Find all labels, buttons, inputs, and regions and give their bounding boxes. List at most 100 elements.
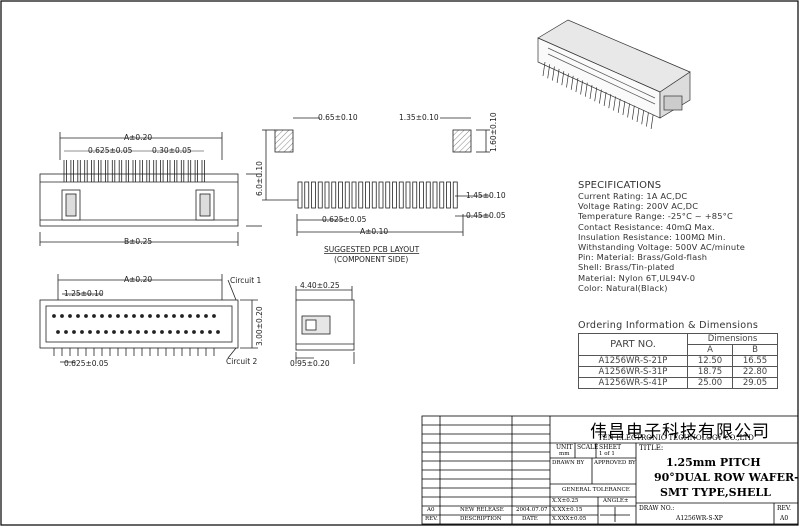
iso-pin (627, 103, 630, 118)
bottom-pin (116, 314, 120, 318)
bottom-pin (196, 314, 200, 318)
iso-pin (599, 89, 602, 104)
bottom-pin (148, 314, 152, 318)
bottom-pin (184, 330, 188, 334)
bottom-pin (140, 314, 144, 318)
iso-pin (650, 114, 654, 129)
dim-bottom-p2: 0.625±0.05 (64, 359, 109, 368)
spec-line: Voltage Rating: 200V AC,DC (578, 201, 699, 212)
dim-pcb-a: A±0.10 (360, 227, 388, 236)
bottom-pin (200, 330, 204, 334)
bottom-pin (56, 330, 60, 334)
cell-b: 22.80 (732, 366, 778, 378)
bottom-pin (192, 330, 196, 334)
bottom-pin (72, 330, 76, 334)
desc-label: DESCRIPTION (460, 516, 502, 522)
dim-side-w: 4.40±0.25 (300, 281, 340, 290)
pcb-pad (405, 181, 411, 209)
bottom-pin (128, 330, 132, 334)
iso-pin (603, 91, 607, 106)
bottom-pin (180, 314, 184, 318)
rev-row-desc: NEW RELEASE (460, 507, 504, 513)
title-line-3: SMT TYPE,SHELL (660, 486, 771, 499)
pcb-pad (452, 181, 458, 209)
pcb-pad (331, 181, 337, 209)
iso-pin (646, 112, 649, 127)
iso-pin (636, 107, 640, 123)
label-circuit1: Circuit 1 (230, 276, 262, 285)
cell-part: A1256WR-S-21P (578, 355, 688, 367)
col-b: B (732, 344, 778, 356)
table-row: A1256WR-S-31P 18.75 22.80 (578, 366, 778, 378)
cell-part: A1256WR-S-31P (578, 366, 688, 378)
iso-pin (542, 61, 546, 77)
spec-heading: SPECIFICATIONS (578, 180, 662, 191)
bottom-pin (84, 314, 88, 318)
draw-no-label: DRAW NO.: (639, 505, 675, 512)
pcb-pad (425, 181, 431, 209)
iso-pin (631, 105, 635, 120)
pcb-pad (398, 181, 404, 209)
bottom-pin (156, 314, 160, 318)
pcb-pad (412, 181, 418, 209)
iso-pin (594, 87, 598, 102)
general-tolerance: GENERAL TOLERANCE (562, 487, 630, 493)
pcb-caption-2: (COMPONENT SIDE) (334, 255, 408, 264)
pcb-pad (432, 181, 438, 209)
pcb-pad (311, 181, 316, 209)
iso-pin (613, 96, 616, 111)
rev-row-rev: A0 (427, 507, 435, 513)
spec-line: Insulation Resistance: 100MΩ Min. (578, 231, 726, 242)
pcb-pad (358, 181, 364, 209)
bottom-pin (136, 330, 140, 334)
col-dimensions: Dimensions (687, 333, 778, 345)
dim-pad-h: 1.60±0.10 (489, 112, 498, 152)
unit-label: UNIT (556, 444, 573, 451)
table-row: A1256WR-S-21P 12.50 16.55 (578, 355, 778, 367)
iso-pin (556, 68, 560, 83)
iso-pin (622, 101, 626, 116)
pcb-pad (351, 181, 357, 209)
dim-front-p1: 0.625±0.05 (88, 146, 133, 155)
cell-a: 25.00 (687, 377, 733, 389)
dim-pcb-p: 0.625±0.05 (322, 215, 367, 224)
bottom-pin (92, 314, 96, 318)
dim-side-b: 0.95±0.20 (290, 359, 330, 368)
cell-b: 16.55 (732, 355, 778, 367)
front-view (39, 132, 262, 246)
tol-1: X.X±0.25 (552, 498, 579, 504)
spec-line: Color: Natural(Black) (578, 282, 668, 293)
bottom-pin (112, 330, 116, 334)
dim-bottom-a: A±0.20 (124, 275, 152, 284)
bottom-pin (132, 314, 136, 318)
ordering-table: PART NO. Dimensions A B A1256WR-S-21P 12… (578, 333, 778, 389)
bottom-pin (76, 314, 80, 318)
bottom-pin (212, 314, 216, 318)
pcb-pad (371, 181, 377, 209)
rev-label: REV. (425, 516, 438, 522)
pcb-pad (297, 181, 303, 209)
pcb-caption-1: SUGGESTED PCB LAYOUT (324, 245, 420, 254)
bottom-pin (124, 314, 128, 318)
bottom-pin (172, 314, 176, 318)
bottom-view (39, 274, 258, 363)
pcb-pad (378, 181, 384, 209)
bottom-pin (144, 330, 148, 334)
bottom-pin (168, 330, 172, 334)
rev-value: A0 (780, 515, 789, 522)
dim-pcb-r1: 1.45±0.10 (466, 191, 506, 200)
bottom-pin (104, 330, 108, 334)
title-line-2: 90°DUAL ROW WAFER- (654, 471, 799, 484)
company-name-en: TEN ELECTRONIC TECHNOLOGY CO.,LTD (598, 434, 754, 442)
pcb-pad (365, 181, 370, 209)
pcb-pad (446, 181, 451, 209)
pcb-pad (324, 181, 330, 209)
dim-bottom-p: 1.25±0.10 (64, 289, 104, 298)
drawn-by-label: DRAWN BY (552, 460, 585, 466)
iso-pin (547, 64, 551, 79)
bottom-pin (188, 314, 192, 318)
tol-angle: ANGLE± (603, 498, 629, 504)
cell-b: 29.05 (732, 377, 778, 389)
bottom-pin (164, 314, 168, 318)
